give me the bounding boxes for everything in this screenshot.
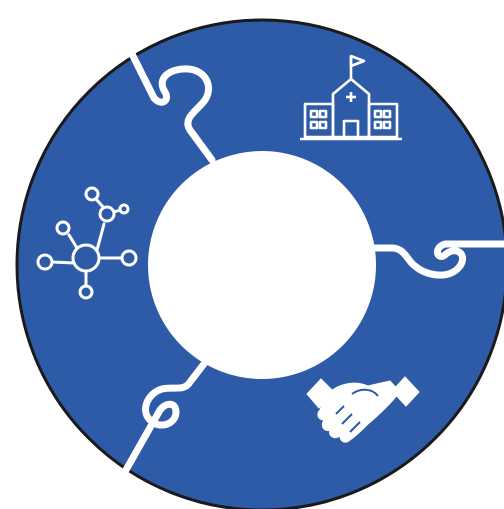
ring-hole xyxy=(148,151,376,379)
seam-upper-left xyxy=(122,38,216,164)
school-building-icon xyxy=(300,54,402,141)
seam-lower-left xyxy=(122,356,211,474)
handshake-icon xyxy=(306,376,420,443)
network-hub-icon xyxy=(36,186,138,300)
seam-right xyxy=(369,240,504,279)
puzzle-seams xyxy=(122,38,504,474)
